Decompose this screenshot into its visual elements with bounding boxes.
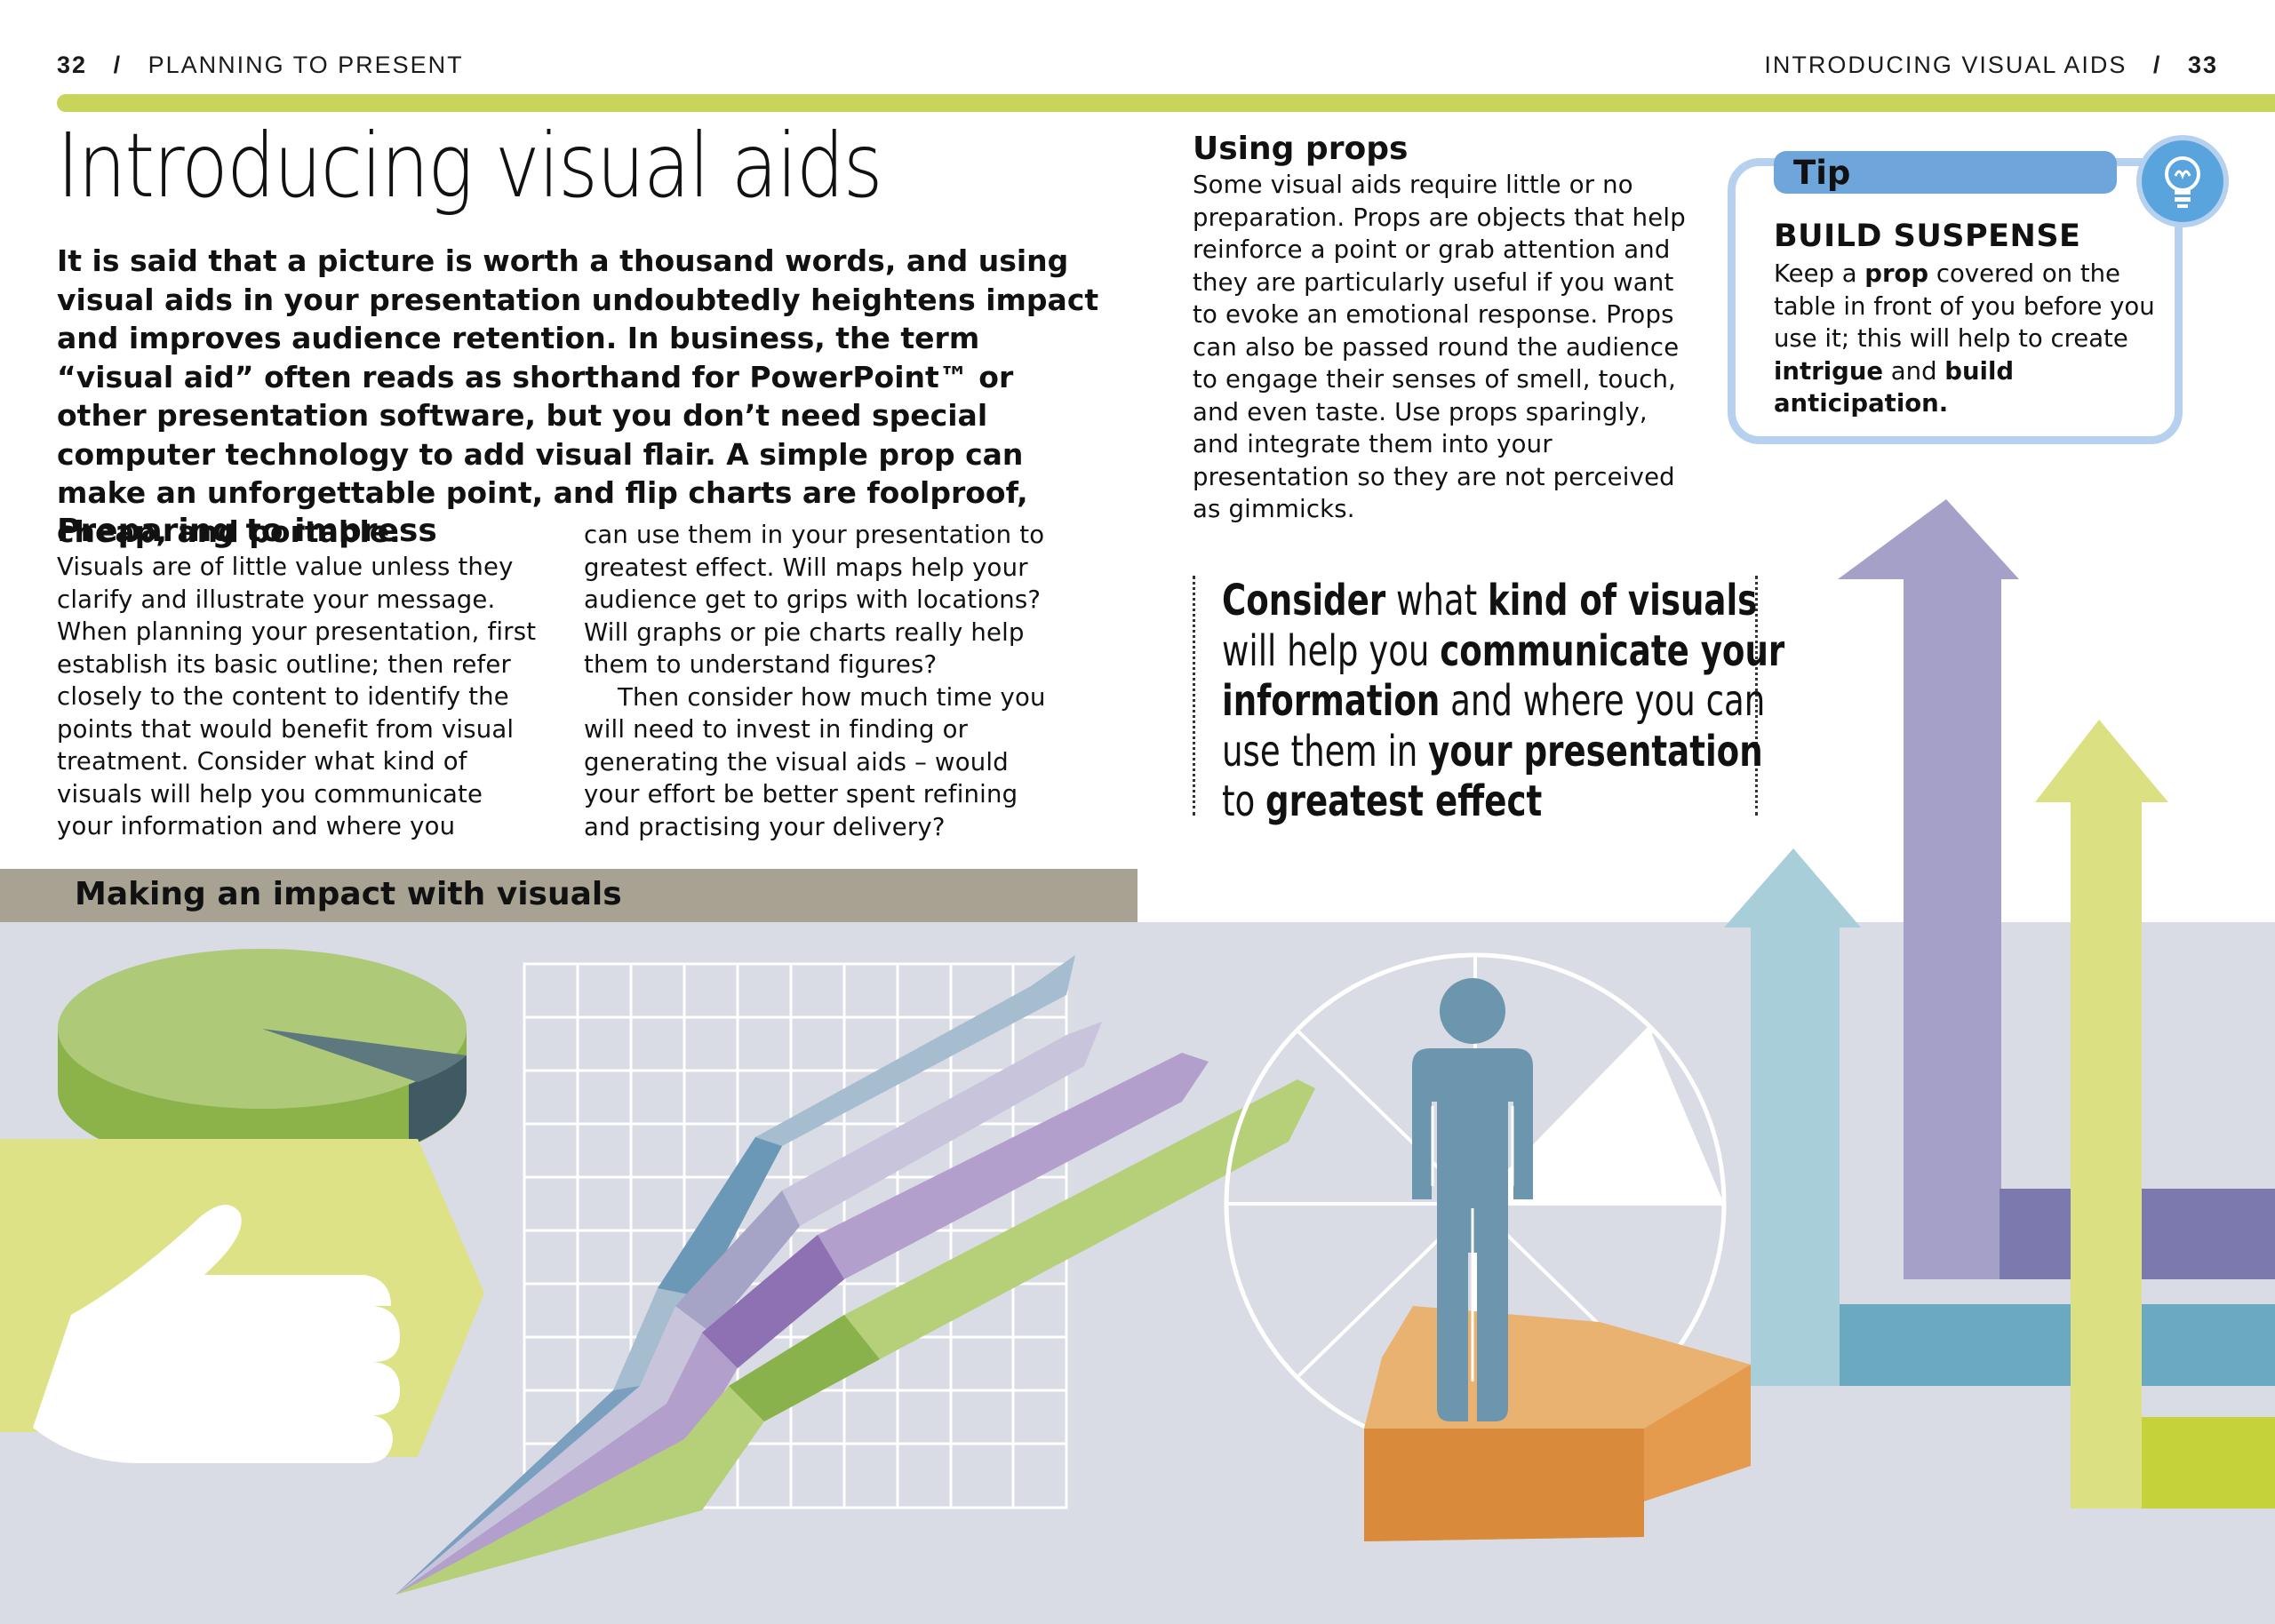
quote-line-4a: use them in	[1222, 726, 1429, 776]
preparing-column-2-para-1: can use them in your presentation to gre…	[584, 521, 1045, 679]
pie-chart-graphic	[58, 949, 467, 1171]
quote-line-3b: and where you can	[1440, 676, 1766, 726]
preparing-column-2: can use them in your presentation to gre…	[584, 519, 1064, 843]
tip-text-3: and	[1883, 356, 1945, 386]
quote-line-1c: kind of visuals	[1487, 576, 1758, 625]
right-page-number: 33	[2187, 52, 2218, 78]
left-page-number: 32	[57, 52, 88, 78]
right-running-header: INTRODUCING VISUAL AIDS / 33	[1764, 52, 2218, 79]
pull-quote-text: Consider what kind of visuals will help …	[1222, 576, 1784, 827]
arrows-graphic	[1724, 499, 2275, 1509]
tip-tab	[1774, 151, 2117, 194]
intro-paragraph: It is said that a picture is worth a tho…	[57, 243, 1099, 549]
right-section-title: INTRODUCING VISUAL AIDS	[1764, 52, 2127, 78]
quote-line-1a: Consider	[1222, 576, 1386, 625]
props-heading: Using props	[1193, 131, 1409, 167]
quote-line-1b: what	[1385, 576, 1488, 625]
pull-quote: Consider what kind of visuals will help …	[1193, 576, 1784, 826]
rising-trend-ribbons	[395, 955, 1315, 1595]
quote-line-5a: to	[1222, 776, 1266, 826]
left-running-header: 32 / PLANNING TO PRESENT	[57, 52, 464, 79]
preparing-column-1: Visuals are of little value unless they …	[57, 553, 537, 840]
section-banner	[0, 869, 1138, 922]
tip-heading: BUILD SUSPENSE	[1774, 219, 2081, 254]
left-section-title: PLANNING TO PRESENT	[148, 52, 464, 78]
tip-bold-1: prop	[1864, 259, 1929, 288]
left-separator: /	[113, 52, 123, 78]
preparing-heading: Preparing to impress	[57, 513, 437, 549]
quote-line-2a: will help you	[1222, 625, 1441, 676]
preparing-column-2-para-2: Then consider how much time you will nee…	[584, 682, 1046, 841]
tip-text-2: covered on the table in front of you bef…	[1774, 259, 2155, 353]
right-separator: /	[2152, 52, 2162, 78]
lightbulb-icon	[2136, 135, 2229, 227]
tip-bold-2: intrigue	[1774, 356, 1884, 386]
tip-body: Keep a prop covered on the table in fron…	[1774, 258, 2165, 420]
tip-label: Tip	[1793, 154, 1851, 192]
accent-bar	[57, 94, 2275, 112]
quote-line-2b: communicate your	[1440, 625, 1785, 676]
quote-line-4b: your presentation	[1428, 726, 1763, 776]
page-title: Introducing visual aids	[57, 114, 883, 218]
tip-bold-3: build anticipation.	[1774, 356, 2015, 418]
person-target-graphic	[1224, 952, 1751, 1541]
tip-text-1: Keep a	[1774, 259, 1865, 288]
props-body: Some visual aids require little or no pr…	[1193, 171, 1686, 523]
section-banner-text: Making an impact with visuals	[75, 876, 622, 912]
quote-line-5b: greatest effect	[1265, 776, 1543, 826]
hand-graphic	[0, 1139, 484, 1463]
quote-line-3a: information	[1222, 676, 1441, 726]
